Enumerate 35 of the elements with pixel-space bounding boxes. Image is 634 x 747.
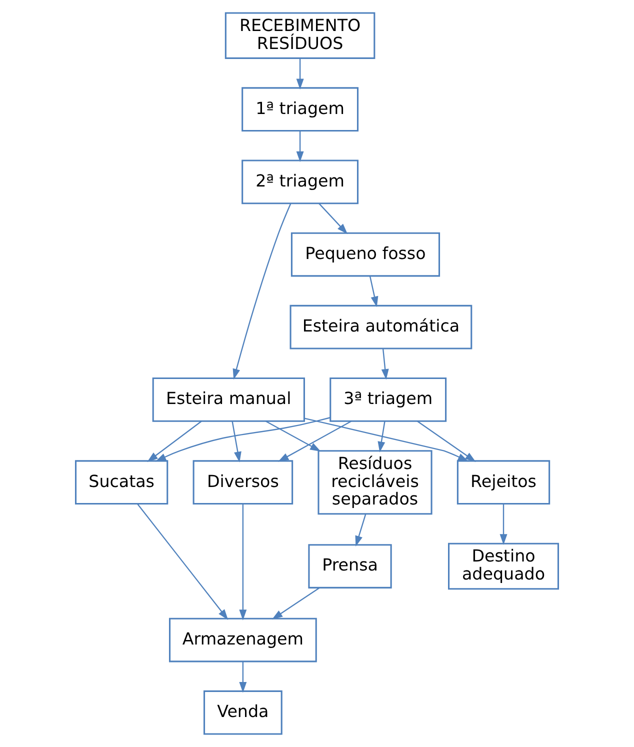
node-box: Sucatas: [74, 460, 168, 505]
node-box: 3ª triagem: [330, 377, 447, 422]
node-box: Diversos: [192, 460, 294, 505]
node-box: 1ª triagem: [242, 87, 359, 132]
arrow: [272, 587, 320, 620]
arrow: [232, 421, 242, 462]
arrow: [265, 420, 321, 452]
arrow: [378, 421, 386, 452]
arrow: [155, 417, 330, 462]
arrow: [232, 204, 292, 380]
arrow: [239, 504, 247, 620]
arrow: [369, 276, 378, 308]
node-box: RECEBIMENTO RESÍDUOS: [224, 12, 376, 59]
arrow: [304, 418, 469, 462]
arrow: [239, 662, 247, 693]
arrow: [381, 348, 389, 380]
arrow: [355, 514, 366, 547]
arrow: [147, 420, 202, 462]
arrow: [136, 504, 228, 620]
arrow: [296, 58, 304, 90]
node-box: Resíduos recicláveis separados: [318, 450, 432, 515]
node-box: Esteira automática: [290, 304, 472, 350]
node-box: 2ª triagem: [242, 160, 359, 204]
node-box: Pequeno fosso: [290, 232, 440, 277]
node-box: Rejeitos: [456, 460, 550, 505]
node-box: Esteira manual: [152, 377, 305, 422]
arrow: [500, 504, 508, 545]
node-box: Venda: [203, 690, 282, 735]
node-box: Armazenagem: [168, 618, 317, 662]
arrow: [318, 203, 348, 234]
node-box: Prensa: [308, 544, 392, 588]
node-box: Destino adequado: [448, 542, 560, 590]
arrow: [296, 130, 304, 162]
arrow: [278, 420, 352, 462]
arrow: [416, 420, 476, 462]
